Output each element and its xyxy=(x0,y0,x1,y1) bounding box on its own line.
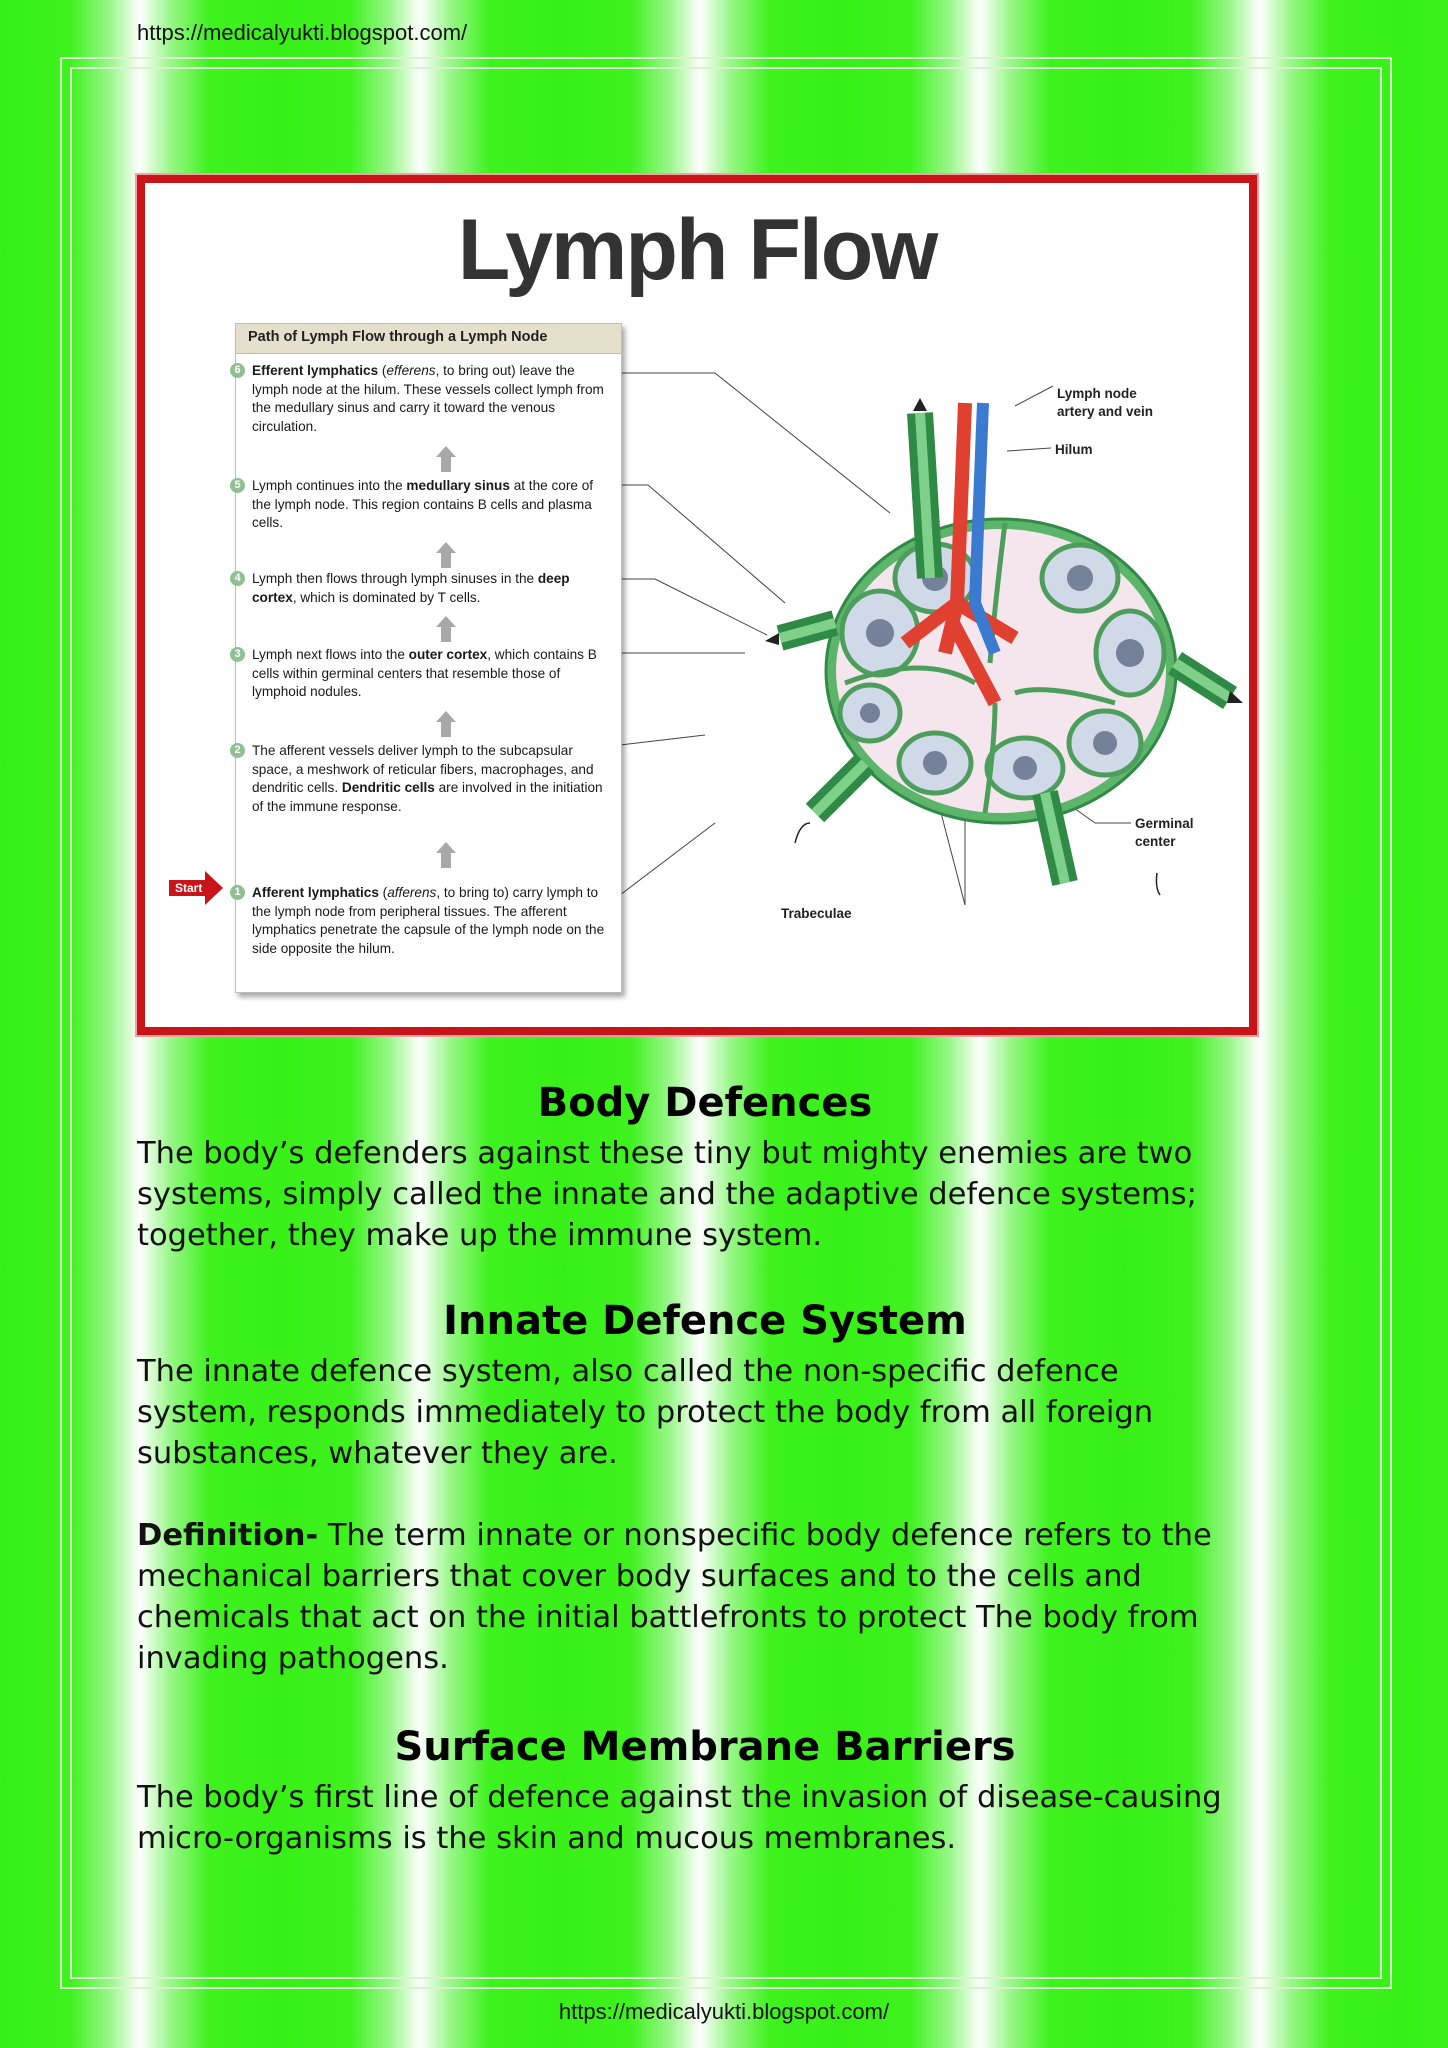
footer-url[interactable]: https://medicalyukti.blogspot.com/ xyxy=(558,1999,890,2024)
step-number: 5 xyxy=(230,478,245,493)
paragraph-surface-membrane: The body’s first line of defence against… xyxy=(137,1780,1222,1856)
step-paren-rest: , to bring out) xyxy=(435,363,516,378)
step-text: The afferent vessels deliver lymph to th… xyxy=(252,743,594,795)
step-lead: Efferent lymphatics xyxy=(252,363,379,378)
step-bold: Dendritic cells xyxy=(341,780,435,795)
step-text-post: are involved in the initiation of the im… xyxy=(252,780,603,814)
header-url[interactable]: https://medicalyukti.blogspot.com/ xyxy=(137,20,468,45)
definition-label: Definition- xyxy=(137,1518,319,1553)
start-label: Start xyxy=(175,881,203,895)
page-frame-inner xyxy=(70,67,1382,1979)
step-3: 3 Lymph next flows into the outer cortex… xyxy=(230,646,612,702)
start-arrow xyxy=(169,871,223,905)
paragraph-body-defences: The body’s defenders against these tiny … xyxy=(137,1136,1197,1253)
lymph-flow-figure: Lymph Flow xyxy=(137,175,1257,1035)
heading-innate-defence-system: Innate Defence System xyxy=(443,1298,967,1344)
step-4: 4 Lymph then flows through lymph sinuses… xyxy=(230,570,612,607)
page-frame-outer xyxy=(60,57,1392,1989)
step-text: Lymph then flows through lymph sinuses i… xyxy=(252,571,538,586)
step-text: Lymph continues into the xyxy=(252,478,407,493)
step-text-post: at the core of the lymph node. This regi… xyxy=(252,478,594,530)
label-germinal-center: Germinal center xyxy=(1135,816,1194,849)
lymph-flow-steps-panel: Path of Lymph Flow through a Lymph Node … xyxy=(230,323,622,993)
label-hilum: Hilum xyxy=(1055,442,1093,457)
step-paren: ( xyxy=(378,885,388,900)
step-2: 2 The afferent vessels deliver lymph to … xyxy=(230,742,612,816)
step-text: carry lymph to the lymph node from perip… xyxy=(252,885,605,956)
figure-canvas: Lymph Flow xyxy=(145,183,1249,1027)
figure-title: Lymph Flow xyxy=(457,202,938,298)
step-paren-rest: , to bring to) xyxy=(436,885,509,900)
heading-body-defences: Body Defences xyxy=(537,1080,873,1126)
step-6: 6 Efferent lymphatics (efferens, to brin… xyxy=(230,362,612,436)
step-5: 5 Lymph continues into the medullary sin… xyxy=(230,477,612,533)
step-italic: efferens xyxy=(386,363,436,378)
panel-title: Path of Lymph Flow through a Lymph Node xyxy=(236,324,621,354)
label-artery-vein: Lymph node artery and vein xyxy=(1057,386,1154,419)
step-text: leave the lymph node at the hilum. These… xyxy=(252,363,604,434)
step-italic: afferens xyxy=(387,885,437,900)
step-bold: medullary sinus xyxy=(406,478,510,493)
lymph-node-body xyxy=(765,398,1243,896)
step-bold: deep cortex xyxy=(252,571,570,605)
step-text: Lymph next flows into the xyxy=(252,647,409,662)
lymph-node-diagram xyxy=(169,372,1243,906)
step-number: 3 xyxy=(230,647,245,662)
step-lead: Afferent lymphatics xyxy=(252,885,379,900)
definition-text: The term innate or nonspecific body defe… xyxy=(137,1518,1212,1676)
paragraph-innate-defence: The innate defence system, also called t… xyxy=(137,1354,1154,1471)
heading-surface-membrane-barriers: Surface Membrane Barriers xyxy=(394,1724,1016,1770)
step-number: 4 xyxy=(230,571,245,586)
step-text-post: , which contains B cells within germinal… xyxy=(252,647,597,699)
step-number: 1 xyxy=(230,885,245,900)
step-text-post: , which is dominated by T cells. xyxy=(292,589,481,605)
label-trabeculae: Trabeculae xyxy=(781,906,852,921)
step-number: 2 xyxy=(230,743,245,758)
step-bold: outer cortex xyxy=(408,647,488,662)
step-number: 6 xyxy=(230,363,245,378)
step-paren: ( xyxy=(378,363,387,378)
paragraph-definition: Definition- The term innate or nonspecif… xyxy=(137,1515,1247,1679)
step-1: 1 Afferent lymphatics (afferens, to brin… xyxy=(230,884,612,958)
